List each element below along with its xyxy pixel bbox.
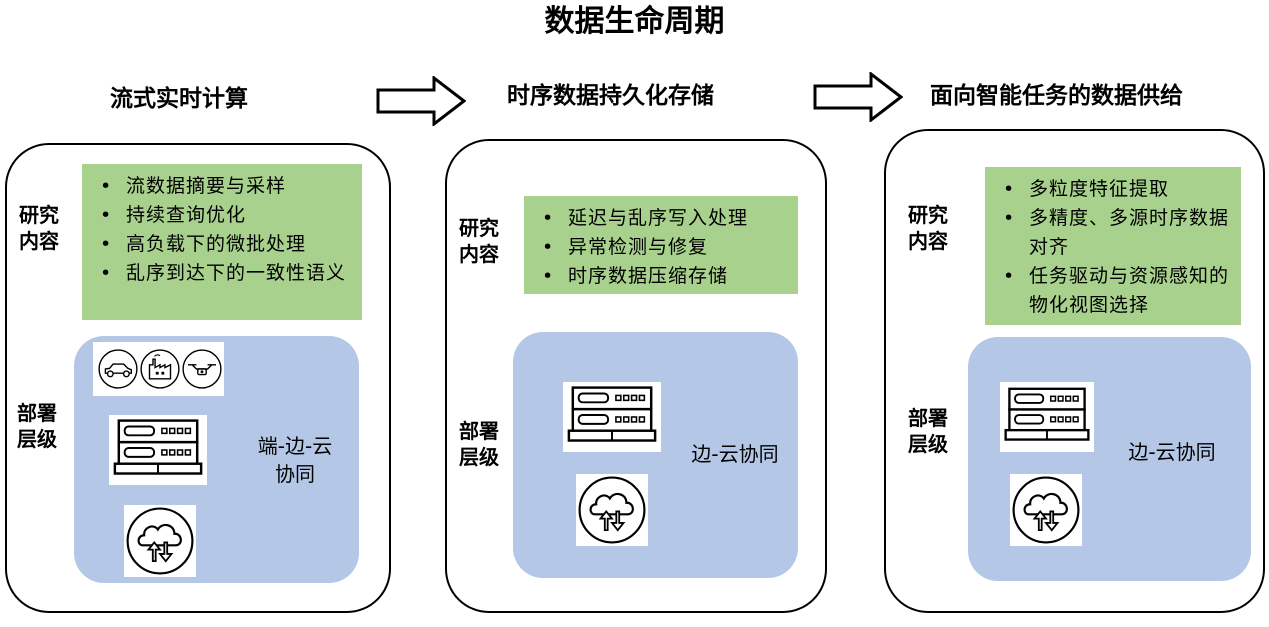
research-label: 研究内容 (908, 203, 948, 253)
research-item: 乱序到达下的一致性语义 (94, 259, 352, 288)
cloud-sync-icon (576, 474, 648, 546)
research-item: 多精度、多源时序数据对齐 (997, 204, 1231, 262)
stage-3-title: 面向智能任务的数据供给 (930, 83, 1183, 109)
research-content-box: 流数据摘要与采样 持续查询优化 高负载下的微批处理 乱序到达下的一致性语义 (82, 164, 362, 320)
research-content-box: 多粒度特征提取 多精度、多源时序数据对齐 任务驱动与资源感知的物化视图选择 (985, 167, 1241, 325)
cloud-sync-icon (124, 505, 196, 577)
research-content-box: 延迟与乱序写入处理 异常检测与修复 时序数据压缩存储 (524, 196, 798, 294)
device-icons (93, 342, 224, 396)
deploy-text: 边-云协同 (691, 442, 779, 466)
deploy-text: 边-云协同 (1128, 440, 1216, 464)
right-arrow-icon (376, 76, 466, 126)
diagram-title: 数据生命周期 (544, 4, 725, 39)
research-item: 时序数据压缩存储 (536, 262, 788, 291)
research-item: 异常检测与修复 (536, 233, 788, 262)
deploy-box (513, 332, 798, 578)
research-item: 多粒度特征提取 (997, 175, 1231, 204)
server-icon (1000, 382, 1094, 452)
deploy-text: 端-边-云协同 (257, 434, 333, 486)
research-item: 持续查询优化 (94, 201, 352, 230)
research-label: 研究内容 (459, 216, 499, 266)
factory-icon (139, 344, 181, 394)
server-icon (109, 415, 207, 485)
research-item: 任务驱动与资源感知的物化视图选择 (997, 262, 1231, 320)
deploy-label: 部署层级 (908, 406, 948, 456)
cloud-sync-icon (1010, 474, 1082, 546)
stage-2-title: 时序数据持久化存储 (507, 83, 714, 109)
research-label: 研究内容 (19, 203, 59, 253)
research-item: 高负载下的微批处理 (94, 230, 352, 259)
car-icon (97, 344, 139, 394)
deploy-label: 部署层级 (17, 401, 57, 451)
right-arrow-icon (813, 72, 903, 122)
drone-icon (181, 344, 223, 394)
stage-1-title: 流式实时计算 (110, 86, 248, 112)
research-item: 延迟与乱序写入处理 (536, 204, 788, 233)
research-item: 流数据摘要与采样 (94, 172, 352, 201)
server-icon (563, 382, 661, 452)
deploy-label: 部署层级 (459, 419, 499, 469)
